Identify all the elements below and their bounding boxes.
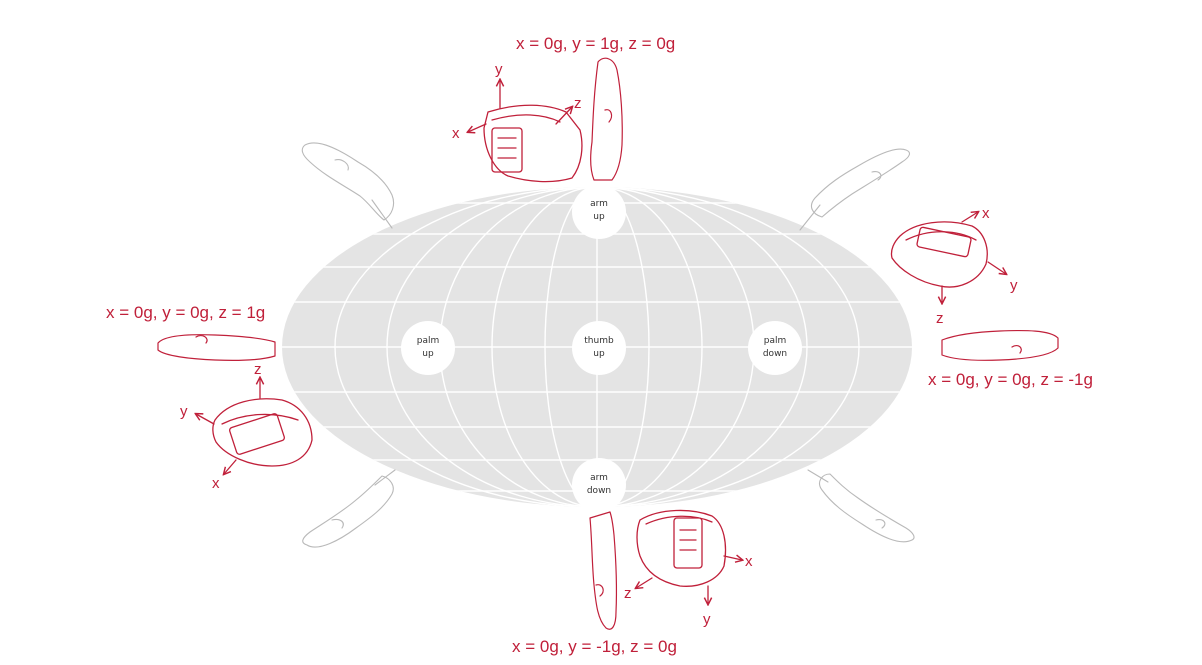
- hand-grey-top-right: [799, 148, 911, 231]
- axis-arrow-right-x: [961, 212, 978, 223]
- device-left: [212, 398, 313, 467]
- axes-right: x y z: [936, 205, 1018, 327]
- hand-grey-top-left: [301, 142, 395, 229]
- position-palm-down: palm down: [748, 321, 802, 375]
- position-arm-down-line1: arm: [590, 473, 608, 483]
- axis-label-top-z: z: [574, 95, 582, 112]
- device-bottom: [636, 509, 727, 587]
- axis-arrow-left-x: [224, 459, 237, 474]
- axis-arrow-top-z: [555, 107, 572, 125]
- axis-arrow-top-x: [468, 123, 487, 132]
- position-arm-down: arm down: [572, 458, 626, 512]
- position-thumb-up-line1: thumb: [584, 336, 614, 346]
- position-thumb-up-line2: up: [593, 349, 605, 359]
- position-arm-down-line2: down: [587, 486, 611, 496]
- axis-label-left-z: z: [254, 361, 262, 378]
- position-palm-down-line2: down: [763, 349, 787, 359]
- axis-arrow-left-y: [196, 414, 215, 425]
- position-arm-up: arm up: [572, 185, 626, 239]
- axis-label-bottom-x: x: [745, 553, 753, 570]
- axis-label-bottom-z: z: [624, 585, 632, 602]
- axis-label-top-x: x: [452, 125, 460, 142]
- label-left-acceleration: x = 0g, y = 0g, z = 1g: [106, 303, 265, 322]
- hand-grey-bottom-left: [302, 469, 396, 548]
- position-thumb-up: thumb up: [572, 321, 626, 375]
- hand-red-right: [941, 329, 1059, 361]
- axes-bottom: x y z: [624, 553, 753, 628]
- hand-grey-bottom-right: [807, 469, 915, 543]
- axis-label-left-x: x: [212, 475, 220, 492]
- device-right: [890, 221, 988, 288]
- position-arm-up-line1: arm: [590, 199, 608, 209]
- hand-red-bottom: [589, 511, 617, 630]
- hand-red-top: [590, 57, 623, 181]
- axis-arrow-bottom-x: [723, 556, 742, 560]
- position-palm-up-line1: palm: [417, 336, 440, 346]
- label-bottom-acceleration: x = 0g, y = -1g, z = 0g: [512, 637, 677, 656]
- position-palm-down-line1: palm: [764, 336, 787, 346]
- axis-arrow-right-y: [987, 261, 1006, 274]
- label-right-acceleration: x = 0g, y = 0g, z = -1g: [928, 370, 1093, 389]
- axis-label-bottom-y: y: [703, 611, 711, 628]
- axis-label-left-y: y: [180, 403, 188, 420]
- axes-top: y z x: [452, 61, 582, 142]
- axis-label-right-x: x: [982, 205, 990, 222]
- axis-label-right-y: y: [1010, 277, 1018, 294]
- position-arm-up-line2: up: [593, 212, 605, 222]
- hand-red-left: [157, 334, 276, 361]
- axes-left: z y x: [180, 361, 262, 492]
- axis-arrow-bottom-z: [636, 577, 653, 588]
- position-palm-up-line2: up: [422, 349, 434, 359]
- label-top-acceleration: x = 0g, y = 1g, z = 0g: [516, 34, 675, 53]
- position-palm-up: palm up: [401, 321, 455, 375]
- device-top: [483, 104, 583, 183]
- axis-label-right-z: z: [936, 310, 944, 327]
- axis-label-top-y: y: [495, 61, 503, 78]
